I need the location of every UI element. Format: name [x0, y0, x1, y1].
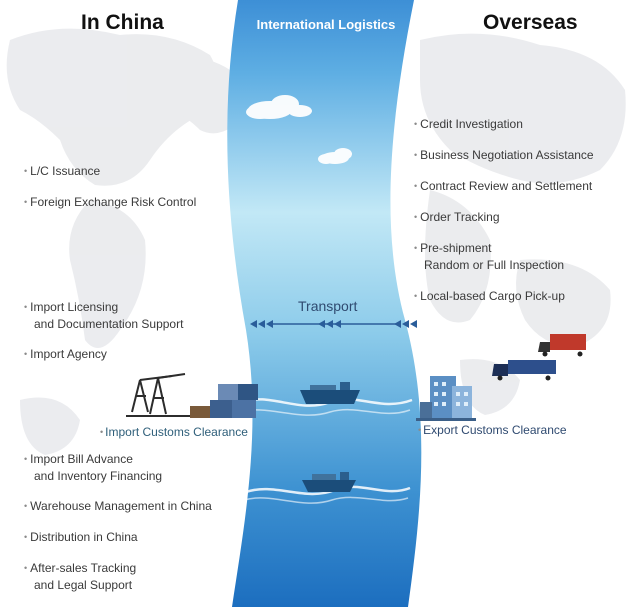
transport-arrow — [250, 320, 417, 328]
arrowhead-icon — [394, 320, 401, 328]
bullet-dot-icon: • — [24, 563, 28, 573]
right-service-item: •Business Negotiation Assistance — [414, 148, 594, 162]
bullet-dot-icon: • — [24, 302, 28, 312]
arrowhead-icon — [250, 320, 257, 328]
right-service-item: •Contract Review and Settlement — [414, 179, 593, 193]
bullet-dot-icon: • — [414, 181, 418, 191]
left-service-item: •Import Licensing and Documentation Supp… — [24, 300, 184, 331]
arrowhead-icon — [318, 320, 325, 328]
world-map — [6, 28, 626, 455]
bullet-dot-icon: • — [24, 349, 28, 359]
left-service-item: •L/C Issuance — [24, 164, 101, 178]
left-service-item: •Warehouse Management in China — [24, 499, 212, 513]
bullet-dot-icon: • — [414, 243, 418, 253]
bullet-dot-icon: • — [24, 532, 28, 542]
arrowhead-icon — [266, 320, 273, 328]
shipping-container-icon — [190, 384, 258, 418]
cloud-icon — [318, 148, 352, 164]
arrowhead-icon — [326, 320, 333, 328]
right-service-item: •Order Tracking — [414, 210, 500, 224]
overseas-heading: Overseas — [483, 11, 578, 34]
port-crane-icon — [126, 373, 200, 417]
left-service-item: •Distribution in China — [24, 530, 138, 544]
bullet-dot-icon: • — [418, 425, 422, 435]
transport-label: Transport — [298, 298, 358, 314]
bullet-dot-icon: • — [24, 197, 28, 207]
international-logistics-heading: International Logistics — [256, 17, 396, 32]
left-service-item: •Import Bill Advance and Inventory Finan… — [24, 452, 163, 483]
bullet-dot-icon: • — [414, 291, 418, 301]
arrowhead-icon — [258, 320, 265, 328]
left-service-item: •Foreign Exchange Risk Control — [24, 195, 197, 209]
bullet-dot-icon: • — [24, 166, 28, 176]
cloud-icon — [246, 95, 312, 119]
right-service-item: •Local-based Cargo Pick-up — [414, 289, 565, 303]
right-service-item: •Credit Investigation — [414, 117, 523, 131]
arrowhead-icon — [334, 320, 341, 328]
left-service-item: •After-sales Tracking and Legal Support — [24, 561, 137, 592]
arrowhead-icon — [410, 320, 417, 328]
bullet-dot-icon: • — [414, 212, 418, 222]
in-china-heading: In China — [81, 11, 164, 34]
right-service-item: •Pre-shipment Random or Full Inspection — [414, 241, 565, 272]
bullet-dot-icon: • — [414, 119, 418, 129]
truck-icon — [538, 334, 586, 357]
export-customs-clearance-label: •Export Customs Clearance — [418, 423, 567, 437]
logistics-band — [227, 0, 422, 607]
ship-icon — [300, 382, 360, 404]
bullet-dot-icon: • — [24, 454, 28, 464]
bullet-dot-icon: • — [24, 501, 28, 511]
left-service-item: •Import Agency — [24, 347, 107, 361]
office-building-icon — [416, 376, 476, 421]
ship-icon — [302, 472, 356, 492]
import-customs-clearance-label: •Import Customs Clearance — [100, 425, 248, 439]
bullet-dot-icon: • — [414, 150, 418, 160]
truck-icon — [492, 360, 556, 381]
arrowhead-icon — [402, 320, 409, 328]
bullet-dot-icon: • — [100, 427, 104, 437]
